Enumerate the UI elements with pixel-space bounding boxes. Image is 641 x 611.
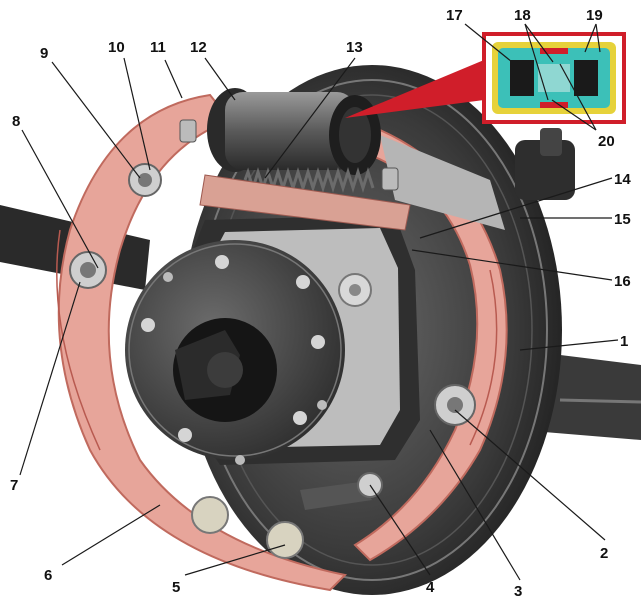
callout-13: 13: [346, 39, 363, 56]
callout-9: 9: [40, 45, 48, 62]
inset-cylinder-section: [345, 32, 626, 124]
callout-4: 4: [426, 579, 435, 596]
callout-17: 17: [446, 7, 463, 24]
callout-19: 19: [586, 7, 603, 24]
leader-lines: [19, 23, 619, 581]
callout-14: 14: [614, 171, 631, 188]
callout-18: 18: [514, 7, 531, 24]
callout-2: 2: [600, 545, 608, 562]
callout-7: 7: [10, 477, 18, 494]
callout-20: 20: [598, 133, 615, 150]
callout-1: 1: [620, 333, 628, 350]
shoe-web: [380, 135, 505, 230]
shoe-top-plate: [199, 174, 411, 231]
callout-3: 3: [514, 583, 522, 600]
return-spring: [243, 166, 375, 194]
brake-shoe-lining: [56, 93, 508, 592]
callout-11: 11: [150, 39, 166, 56]
wheel-cylinder: [207, 88, 381, 175]
callout-labels: 1 2 3 4 5 6 7 8 9 10 11 12 13 14 15 16 1…: [10, 7, 631, 600]
wheel-hub: [125, 240, 345, 465]
callout-5: 5: [172, 579, 180, 596]
adjuster-strut: [300, 482, 372, 510]
callout-6: 6: [44, 567, 52, 584]
callout-10: 10: [108, 39, 125, 56]
callout-12: 12: [190, 39, 207, 56]
callout-15: 15: [614, 211, 631, 228]
callout-16: 16: [614, 273, 631, 290]
hold-down-pins: [69, 119, 476, 559]
callout-8: 8: [12, 113, 20, 130]
